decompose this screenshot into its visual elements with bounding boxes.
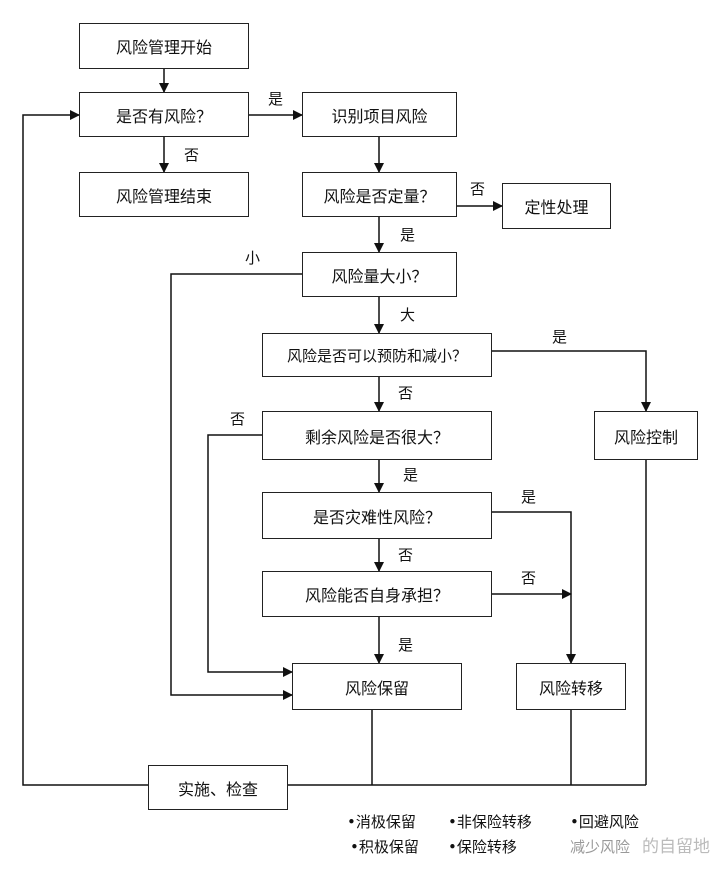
edge-residual-no — [207, 434, 293, 677]
node-qualitative: 定性处理 — [502, 183, 611, 229]
edge-preventable-yes — [492, 350, 651, 412]
legend-item: •积极保留 — [350, 838, 419, 856]
label-self-bear-no: 否 — [521, 569, 537, 587]
node-implement: 实施、检查 — [148, 765, 288, 810]
legend-item: •非保险转移 — [448, 813, 532, 831]
legend-item: •消极保留 — [347, 813, 416, 831]
label-self-bear-yes: 是 — [398, 636, 414, 654]
node-transfer: 风险转移 — [516, 663, 626, 710]
edge-feedback-loop — [22, 110, 148, 786]
label-residual-no: 否 — [230, 410, 246, 428]
node-end: 风险管理结束 — [79, 172, 249, 217]
node-retain: 风险保留 — [292, 663, 462, 710]
legend-item: •回避风险 — [570, 813, 639, 831]
label-quantified-yes: 是 — [400, 226, 416, 244]
node-start: 风险管理开始 — [79, 23, 249, 69]
label-preventable-yes: 是 — [552, 328, 568, 346]
edge-size-small — [170, 273, 302, 700]
edge-catastrophic-yes — [492, 511, 576, 664]
label-residual-yes: 是 — [403, 466, 419, 484]
label-catastrophic-yes: 是 — [521, 488, 537, 506]
node-catastrophic: 是否灾难性风险？ — [262, 492, 492, 539]
node-preventable: 风险是否可以预防和减小？ — [262, 333, 492, 377]
label-preventable-no: 否 — [398, 384, 414, 402]
watermark: 的自留地 — [642, 837, 710, 857]
legend-item: 减少风险 — [570, 838, 631, 856]
node-self-bear: 风险能否自身承担？ — [262, 571, 492, 617]
label-catastrophic-no: 否 — [398, 546, 414, 564]
legend-item: •保险转移 — [448, 838, 517, 856]
node-control: 风险控制 — [594, 411, 698, 460]
node-has-risk: 是否有风险？ — [79, 92, 249, 137]
node-residual: 剩余风险是否很大？ — [262, 411, 492, 460]
label-size-small: 小 — [245, 249, 261, 267]
node-size: 风险量大小？ — [302, 252, 457, 297]
label-quantified-no: 否 — [470, 180, 486, 198]
label-has-risk-yes: 是 — [268, 90, 284, 108]
label-size-large: 大 — [400, 306, 416, 324]
node-quantified: 风险是否定量？ — [302, 172, 457, 217]
node-identify: 识别项目风险 — [302, 92, 457, 137]
label-has-risk-no: 否 — [184, 146, 200, 164]
